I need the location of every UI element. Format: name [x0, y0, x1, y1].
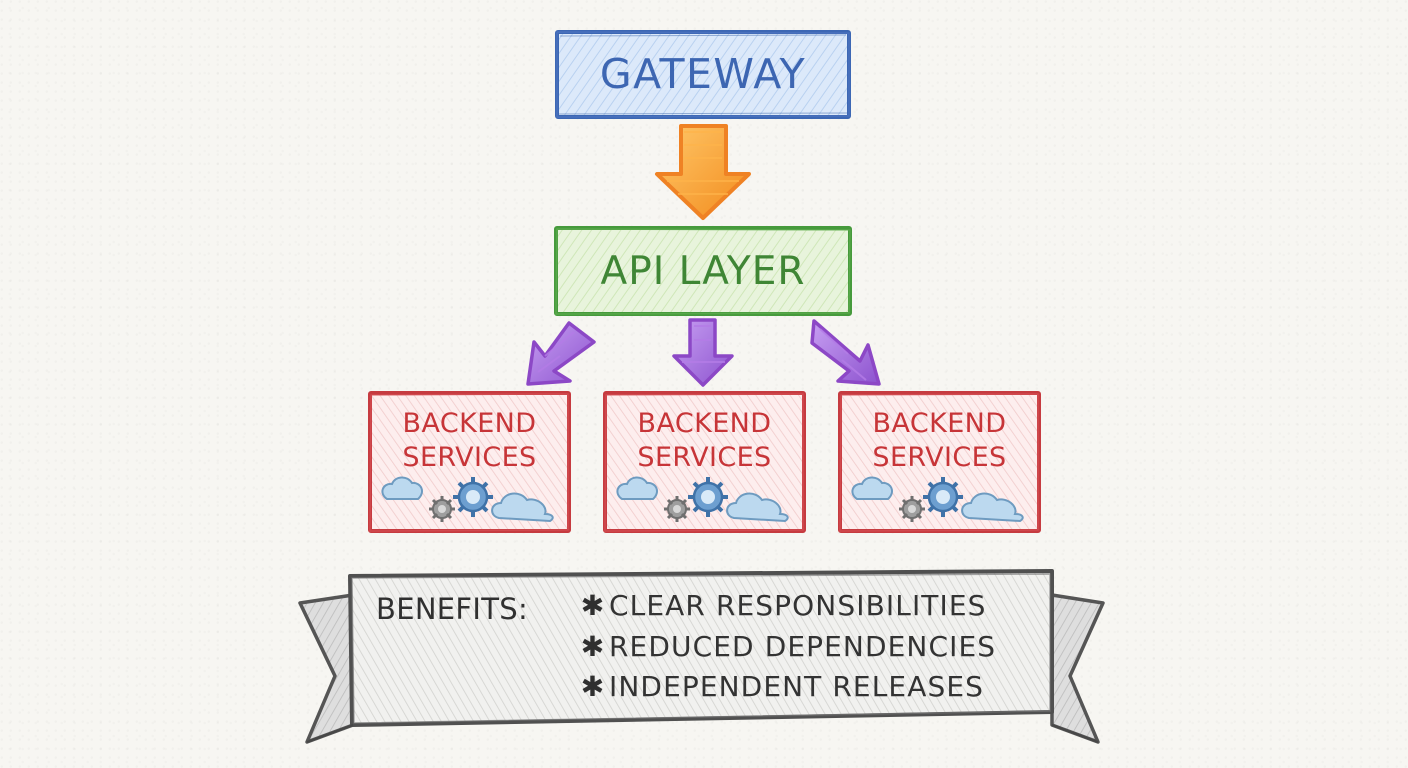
- cloud-icon: [381, 476, 423, 500]
- cloud-icon: [851, 476, 893, 500]
- large-gear-icon: [453, 477, 493, 517]
- api-to-backend-middle-arrow: [672, 318, 734, 387]
- gateway-box: [555, 30, 851, 119]
- api-to-backend-left-arrow: [526, 321, 596, 386]
- benefit-item-independent-releases: ✱INDEPENDENT RELEASES: [580, 667, 1030, 707]
- asterisk-icon: ✱: [580, 670, 606, 703]
- small-gear-icon: [429, 496, 455, 522]
- benefit-text: REDUCED DEPENDENCIES: [609, 630, 997, 663]
- benefit-text: CLEAR RESPONSIBILITIES: [609, 589, 987, 622]
- benefits-heading: BENEFITS:: [376, 592, 529, 626]
- api-to-backend-right-arrow: [810, 319, 881, 386]
- large-gear-icon: [688, 477, 728, 517]
- small-gear-icon: [664, 496, 690, 522]
- large-gear-icon: [923, 477, 963, 517]
- benefits-banner: [298, 569, 1105, 744]
- gateway-to-api-arrow: [655, 124, 751, 220]
- asterisk-icon: ✱: [580, 589, 606, 622]
- cloud-icon: [961, 492, 1024, 523]
- small-gear-icon: [899, 496, 925, 522]
- backend-services-icons-1: [381, 476, 554, 523]
- cloud-icon: [616, 476, 658, 500]
- api-layer-box: [554, 226, 852, 316]
- benefit-text: INDEPENDENT RELEASES: [609, 670, 985, 703]
- backend-services-icons-3: [851, 476, 1024, 523]
- asterisk-icon: ✱: [580, 630, 606, 663]
- cloud-icon: [491, 492, 554, 523]
- backend-services-icons-2: [616, 476, 789, 523]
- benefit-item-clear-responsibilities: ✱CLEAR RESPONSIBILITIES: [580, 586, 1030, 626]
- cloud-icon: [726, 492, 789, 523]
- benefit-item-reduced-dependencies: ✱REDUCED DEPENDENCIES: [580, 627, 1030, 667]
